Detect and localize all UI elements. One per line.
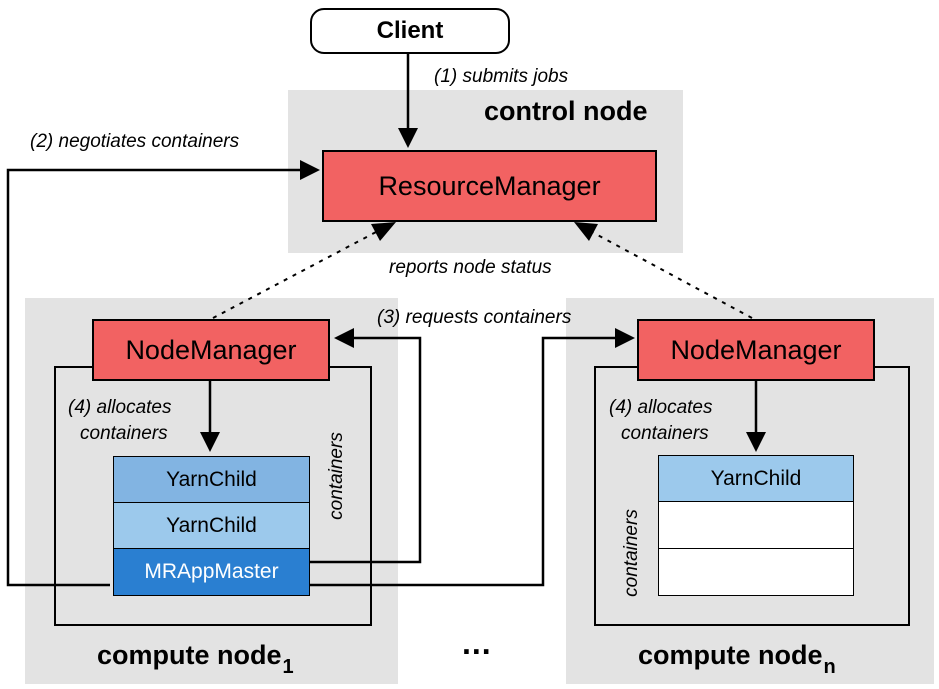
- container-empty-1: [658, 501, 854, 549]
- control-node-title: control node: [484, 96, 648, 126]
- negotiates-containers-arrowhead: [300, 160, 320, 180]
- compute-node-1-title: compute node1: [97, 640, 294, 678]
- reports-node-status-label: reports node status: [389, 257, 552, 278]
- requests-containers-arrowhead-n: [615, 328, 635, 348]
- requests-containers-label: (3) requests containers: [377, 307, 572, 328]
- submits-jobs-arrowhead: [398, 128, 418, 148]
- allocates-label-1-line1: (4) allocates: [68, 397, 172, 418]
- negotiates-containers-arrow: [6, 168, 302, 587]
- more-nodes-ellipsis: ...: [462, 625, 492, 661]
- container-yarnchild-2: YarnChild: [113, 502, 310, 549]
- allocates-arrowhead-1: [200, 432, 220, 452]
- node-manager-1-box: NodeManager: [92, 319, 330, 381]
- requests-containers-arrow-1: [310, 336, 422, 564]
- negotiates-containers-label: (2) negotiates containers: [30, 131, 240, 152]
- container-yarnchild-1: YarnChild: [113, 456, 310, 503]
- containers-vertical-label-1: containers: [326, 432, 347, 520]
- node-manager-n-box: NodeManager: [637, 319, 875, 381]
- compute-node-n-subscript: n: [823, 656, 836, 678]
- compute-node-1-subscript: 1: [282, 656, 294, 678]
- resource-manager-box: ResourceManager: [322, 150, 657, 222]
- compute-node-n-title-text: compute node: [638, 640, 823, 670]
- compute-node-n-title: compute noden: [638, 640, 836, 678]
- containers-vertical-label-n: containers: [621, 509, 642, 597]
- container-empty-2: [658, 548, 854, 596]
- reports-status-arrowhead-n: [574, 222, 598, 241]
- client-box: Client: [310, 8, 510, 54]
- allocates-label-1-line2: containers: [80, 423, 168, 444]
- reports-status-line-1: [212, 230, 379, 319]
- reports-status-arrowhead-1: [371, 222, 396, 241]
- allocates-arrowhead-n: [746, 432, 766, 452]
- allocates-label-n-line1: (4) allocates: [609, 397, 713, 418]
- container-mrappmaster: MRAppMaster: [113, 548, 310, 596]
- submits-jobs-label: (1) submits jobs: [434, 66, 569, 87]
- compute-node-1-title-text: compute node: [97, 640, 282, 670]
- container-yarnchild-n: YarnChild: [658, 455, 854, 502]
- requests-containers-arrow-n: [310, 336, 617, 587]
- requests-containers-arrowhead-1: [334, 328, 354, 348]
- reports-status-line-n: [591, 231, 753, 319]
- allocates-label-n-line2: containers: [621, 423, 709, 444]
